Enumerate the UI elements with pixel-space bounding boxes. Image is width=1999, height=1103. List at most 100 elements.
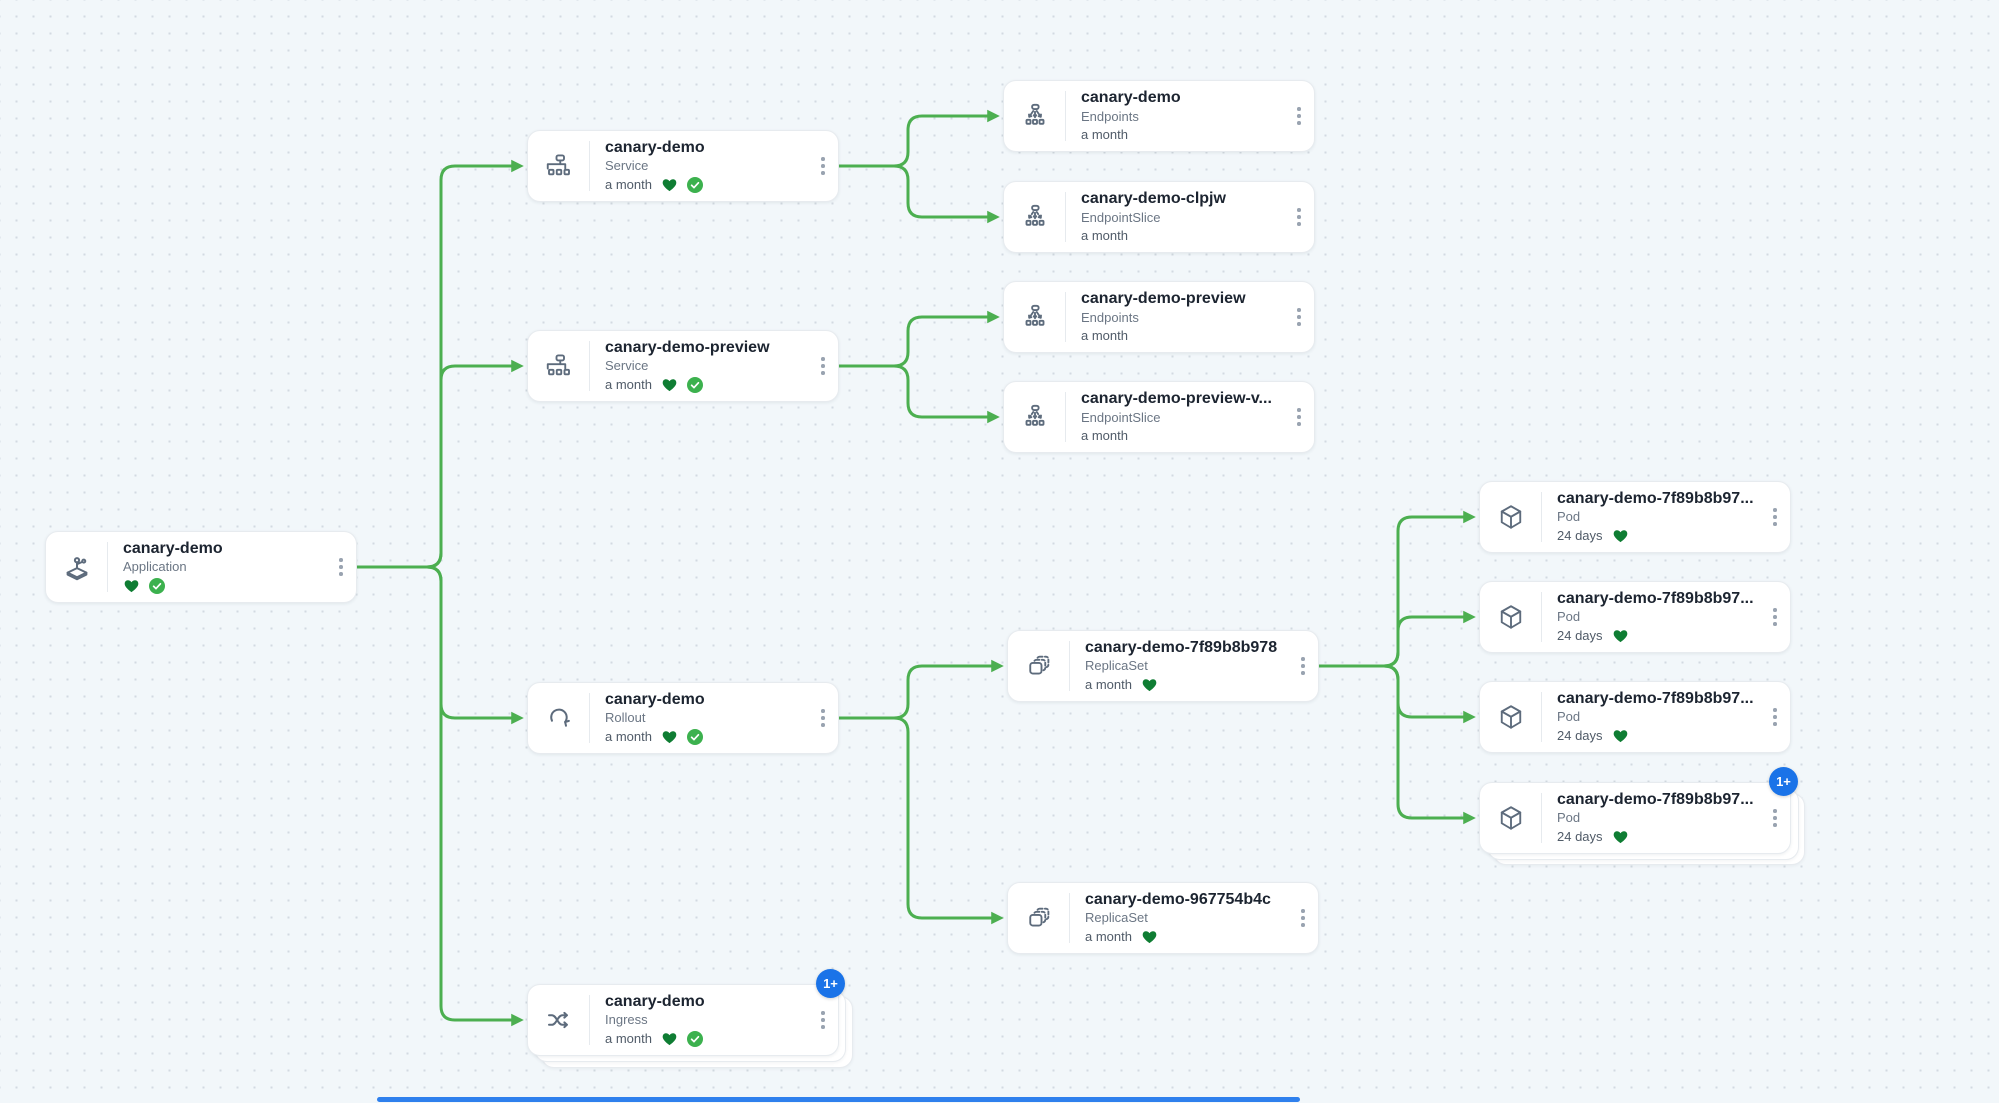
resource-kind: ReplicaSet xyxy=(1085,910,1148,926)
resource-name: canary-demo-preview xyxy=(1081,290,1246,307)
divider xyxy=(1065,292,1066,342)
health-heart-icon xyxy=(124,580,139,593)
endpoints-icon xyxy=(1004,282,1065,352)
divider xyxy=(589,341,590,391)
resource-age: a month xyxy=(1085,677,1132,692)
divider xyxy=(1069,641,1070,691)
node-menu-button[interactable] xyxy=(1284,81,1314,151)
service-icon xyxy=(528,131,589,201)
resource-card-service[interactable]: canary-demo Service a month xyxy=(527,130,839,202)
resource-card-endpointslice-preview[interactable]: canary-demo-preview-v... EndpointSlice a… xyxy=(1003,381,1315,453)
node-menu-button[interactable] xyxy=(1760,482,1790,552)
resource-card-rollout[interactable]: canary-demo Rollout a month xyxy=(527,682,839,754)
resource-name: canary-demo xyxy=(605,993,705,1010)
resource-age: a month xyxy=(605,377,652,392)
resource-age: a month xyxy=(1081,127,1128,143)
replicaset-icon xyxy=(1008,883,1069,953)
health-heart-icon xyxy=(1613,730,1627,743)
resource-age: a month xyxy=(1081,428,1128,444)
resource-card-endpoints-preview[interactable]: canary-demo-preview Endpoints a month xyxy=(1003,281,1315,353)
node-menu-button[interactable] xyxy=(1284,382,1314,452)
health-heart-icon xyxy=(1613,831,1627,844)
resource-age: a month xyxy=(605,177,652,192)
resource-kind: Service xyxy=(605,158,649,174)
sync-check-icon xyxy=(686,376,703,393)
pod-icon xyxy=(1480,582,1541,652)
resource-age: 24 days xyxy=(1557,528,1603,543)
resource-kind: Pod xyxy=(1557,609,1581,625)
node-menu-button[interactable] xyxy=(808,985,838,1055)
sync-check-icon xyxy=(686,1030,703,1047)
endpoints-icon xyxy=(1004,81,1065,151)
resource-card-ingress[interactable]: canary-demo Ingress a month 1+ xyxy=(527,969,845,1056)
resource-card-replicaset-2[interactable]: canary-demo-967754b4c ReplicaSet a month xyxy=(1007,882,1319,954)
resource-age: 24 days xyxy=(1557,628,1603,643)
divider xyxy=(1065,91,1066,141)
node-menu-button[interactable] xyxy=(808,683,838,753)
resource-card-endpointslice[interactable]: canary-demo-clpjw EndpointSlice a month xyxy=(1003,181,1315,253)
node-menu-button[interactable] xyxy=(808,131,838,201)
resource-name: canary-demo-clpjw xyxy=(1081,190,1226,207)
divider xyxy=(1069,893,1070,943)
health-heart-icon xyxy=(662,1033,677,1046)
node-menu-button[interactable] xyxy=(1760,582,1790,652)
health-heart-icon xyxy=(662,731,677,744)
node-menu-button[interactable] xyxy=(1288,631,1318,701)
resource-name: canary-demo xyxy=(605,691,705,708)
node-menu-button[interactable] xyxy=(1288,883,1318,953)
node-menu-button[interactable] xyxy=(1760,682,1790,752)
ingress-icon xyxy=(528,985,589,1055)
resource-kind: Service xyxy=(605,358,649,374)
sync-check-icon xyxy=(686,728,703,745)
divider xyxy=(1541,492,1542,542)
resource-kind: EndpointSlice xyxy=(1081,409,1161,425)
resource-name: canary-demo xyxy=(123,540,223,557)
resource-age: a month xyxy=(1081,328,1128,344)
resource-kind: Application xyxy=(123,559,187,575)
divider xyxy=(1541,793,1542,843)
resource-name: canary-demo-preview-v... xyxy=(1081,390,1272,407)
resource-kind: Endpoints xyxy=(1081,108,1139,124)
health-heart-icon xyxy=(662,179,677,192)
resource-kind: Rollout xyxy=(605,710,646,726)
resource-name: canary-demo-967754b4c xyxy=(1085,891,1271,908)
resource-card-pod-2[interactable]: canary-demo-7f89b8b97... Pod 24 days xyxy=(1479,581,1791,653)
resource-card-replicaset-1[interactable]: canary-demo-7f89b8b978 ReplicaSet a mont… xyxy=(1007,630,1319,702)
pod-icon xyxy=(1480,682,1541,752)
resource-name: canary-demo xyxy=(1081,89,1181,106)
count-badge[interactable]: 1+ xyxy=(1769,767,1798,796)
resource-age: a month xyxy=(1081,228,1128,244)
resource-name: canary-demo-7f89b8b97... xyxy=(1557,490,1754,507)
resource-age: 24 days xyxy=(1557,728,1603,743)
resource-card-pod-4[interactable]: canary-demo-7f89b8b97... Pod 24 days 1+ xyxy=(1479,767,1798,854)
resource-name: canary-demo xyxy=(605,139,705,156)
horizontal-scrollbar[interactable] xyxy=(377,1097,1300,1102)
endpointslice-icon xyxy=(1004,382,1065,452)
node-menu-button[interactable] xyxy=(1284,182,1314,252)
resource-card-application[interactable]: canary-demo Application xyxy=(45,531,357,603)
resource-card-endpoints[interactable]: canary-demo Endpoints a month xyxy=(1003,80,1315,152)
divider xyxy=(1541,592,1542,642)
resource-kind: EndpointSlice xyxy=(1081,209,1161,225)
node-menu-button[interactable] xyxy=(1760,783,1790,853)
resource-kind: Pod xyxy=(1557,810,1581,826)
count-badge[interactable]: 1+ xyxy=(816,969,845,998)
service-icon xyxy=(528,331,589,401)
health-heart-icon xyxy=(1613,530,1627,543)
resource-card-pod-1[interactable]: canary-demo-7f89b8b97... Pod 24 days xyxy=(1479,481,1791,553)
node-menu-button[interactable] xyxy=(326,532,356,602)
resource-card-service-preview[interactable]: canary-demo-preview Service a month xyxy=(527,330,839,402)
resource-age: 24 days xyxy=(1557,829,1603,844)
resource-card-pod-3[interactable]: canary-demo-7f89b8b97... Pod 24 days xyxy=(1479,681,1791,753)
resource-kind: ReplicaSet xyxy=(1085,658,1148,674)
node-menu-button[interactable] xyxy=(808,331,838,401)
node-menu-button[interactable] xyxy=(1284,282,1314,352)
health-heart-icon xyxy=(1613,630,1627,643)
pod-icon xyxy=(1480,482,1541,552)
health-heart-icon xyxy=(1142,931,1157,944)
resource-age: a month xyxy=(605,729,652,744)
divider xyxy=(1065,192,1066,242)
resource-name: canary-demo-7f89b8b97... xyxy=(1557,690,1754,707)
